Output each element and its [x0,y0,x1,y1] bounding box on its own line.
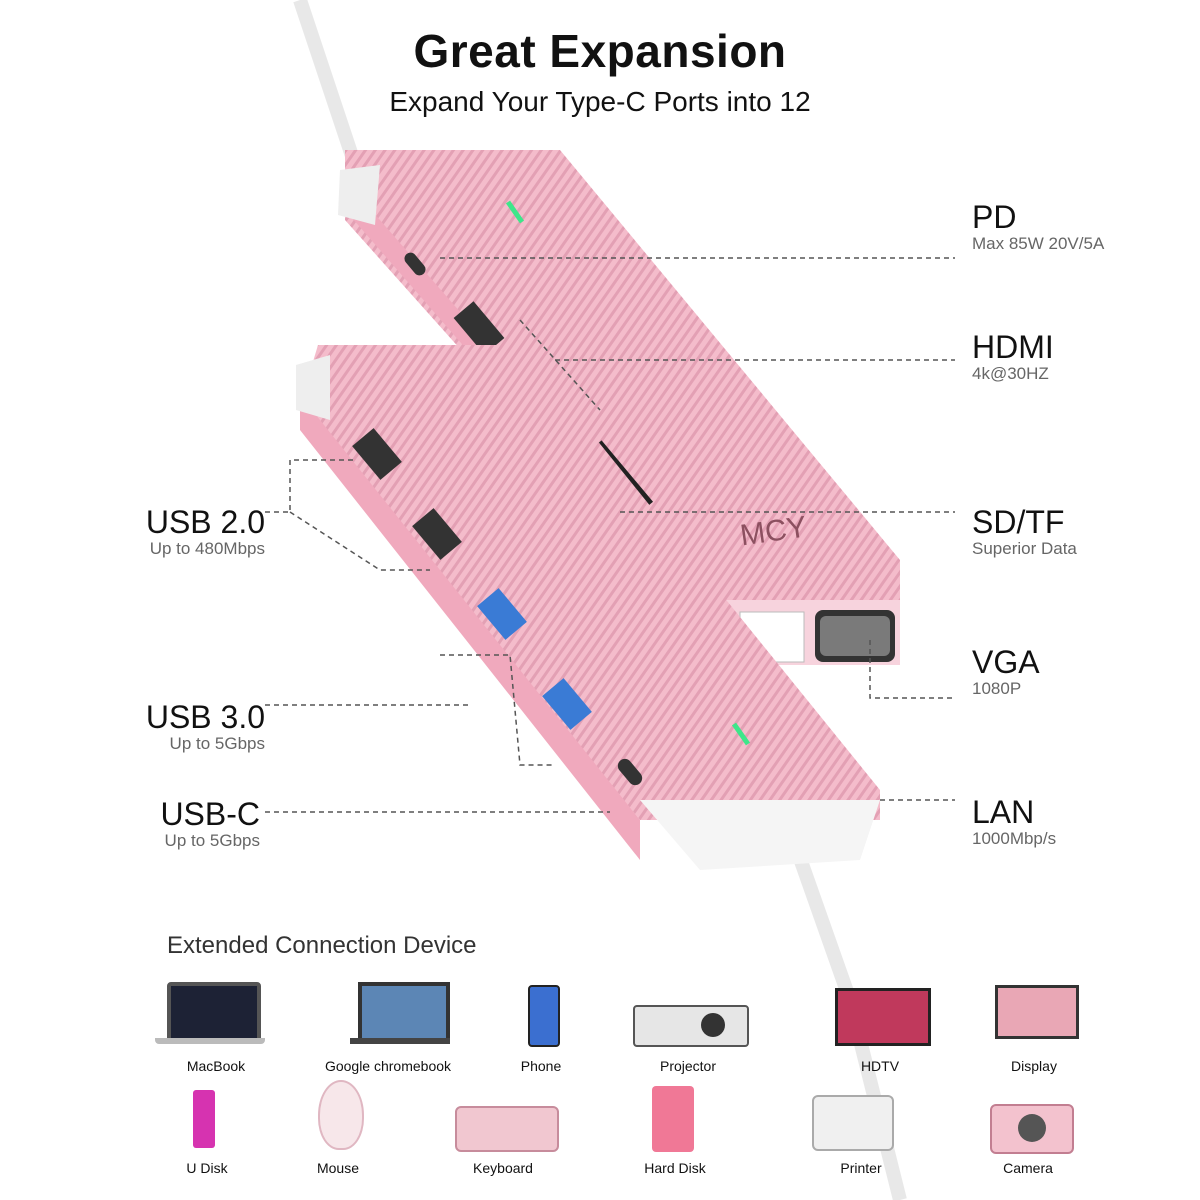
device-name: Keyboard [473,1160,533,1176]
phone-icon [528,985,560,1047]
port-detail: Up to 5Gbps [164,831,260,850]
hdtv-icon [835,988,931,1046]
camera-icon [990,1104,1074,1154]
usb-drive-icon [193,1090,215,1148]
indicator-led [505,200,525,224]
lower-hub [296,345,880,870]
device-name: U Disk [186,1160,228,1176]
printer-icon [812,1095,894,1151]
port-label-hdmi: HDMI 4k@30HZ [972,330,1054,384]
port-label-vga: VGA 1080P [972,645,1040,699]
device-name: Camera [1003,1160,1053,1176]
port-detail: Superior Data [972,539,1077,558]
port-name: HDMI [972,329,1054,365]
page-subtitle: Expand Your Type-C Ports into 12 [389,86,811,117]
device-name: Phone [520,1058,562,1074]
page-title: Great Expansion [413,25,787,77]
device-name: MacBook [186,1058,246,1074]
port-name: PD [972,199,1017,235]
port-detail: 1000Mbp/s [972,829,1057,848]
port-name: USB 2.0 [145,504,265,540]
mouse-icon [318,1080,364,1150]
projector-icon [633,1005,749,1047]
device-name: Mouse [316,1160,360,1176]
chromebook-icon [350,982,450,1044]
port-name: LAN [972,794,1035,830]
device-name: Google chromebook [324,1058,452,1074]
port-label-lan: LAN 1000Mbp/s [972,795,1056,849]
port-name: USB-C [160,796,260,832]
device-name: Printer [840,1160,882,1176]
devices-title: Extended Connection Device [167,932,477,959]
port-label-usbc: USB-C Up to 5Gbps [0,797,260,851]
port-label-sdtf: SD/TF Superior Data [972,505,1077,559]
port-name: USB 3.0 [145,699,265,735]
port-detail: Max 85W 20V/5A [972,234,1105,253]
port-label-usb2: USB 2.0 Up to 480Mbps [5,505,265,559]
keyboard-icon [455,1106,559,1152]
port-detail: 4k@30HZ [972,364,1049,383]
port-detail: 1080P [972,679,1022,698]
device-name: Projector [659,1058,717,1074]
leader-lines [265,257,955,813]
device-name: HDTV [860,1058,900,1074]
port-name: VGA [972,644,1040,680]
macbook-icon [155,982,265,1044]
display-icon [995,985,1079,1039]
port-label-usb3: USB 3.0 Up to 5Gbps [5,700,265,754]
port-detail: Up to 480Mbps [149,539,265,558]
device-name: Hard Disk [644,1160,706,1176]
device-name: Display [1011,1058,1057,1074]
hard-disk-icon [652,1086,694,1152]
port-name: SD/TF [972,504,1065,540]
port-detail: Up to 5Gbps [169,734,265,753]
port-label-pd: PD Max 85W 20V/5A [972,200,1104,254]
